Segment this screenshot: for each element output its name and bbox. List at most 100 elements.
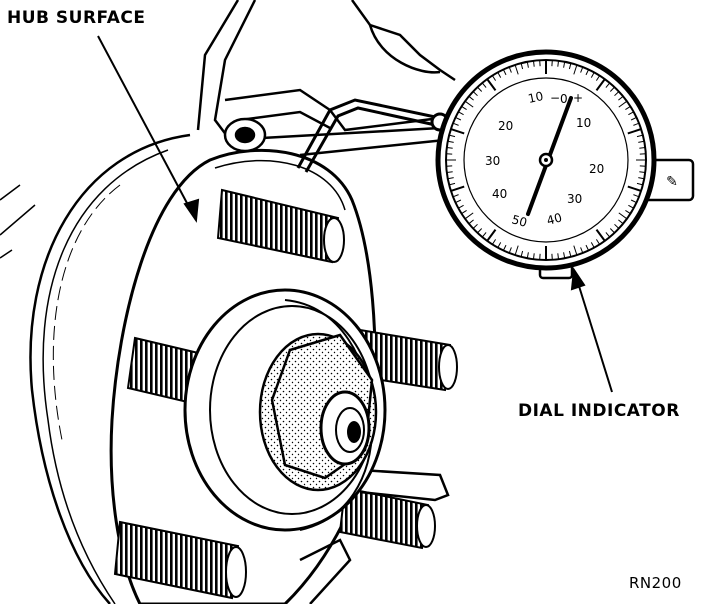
dial-tick <box>448 134 456 138</box>
dial-tick-marks <box>446 60 646 260</box>
lower-bracket <box>299 468 450 604</box>
dial-tick <box>595 239 601 245</box>
dial-indicator: ✎ 10 20 30 40 50 0 10 20 30 40 − + <box>435 49 695 280</box>
dial-tick <box>628 204 634 209</box>
dial-tick <box>609 228 615 234</box>
wheel-stud-lower-right <box>338 486 436 550</box>
dial-tick <box>514 245 519 256</box>
dial-tick <box>481 232 487 238</box>
dial-tick <box>580 66 584 73</box>
dial-tick <box>614 223 620 229</box>
dial-tick <box>633 122 640 126</box>
dial-tick <box>590 242 595 248</box>
dial-tick <box>557 253 559 260</box>
dial-tick <box>520 250 524 258</box>
dial-indicator-label: DIAL INDICATOR <box>518 401 680 421</box>
dial-tick <box>618 100 628 108</box>
dial-tick <box>468 95 474 101</box>
dial-tick <box>618 95 624 101</box>
dial-tick <box>573 64 578 75</box>
dial-tick <box>464 212 474 220</box>
dial-tick <box>625 105 631 111</box>
dial-plus-sign: + <box>573 91 583 105</box>
dial-tick <box>590 72 595 78</box>
dial-tick <box>618 212 628 220</box>
svg-text:✎: ✎ <box>666 174 678 190</box>
hub-surface-leader <box>97 35 197 221</box>
dial-left-20: 20 <box>498 119 513 133</box>
dial-right-10: 10 <box>576 116 591 130</box>
dial-indicator-leader <box>573 269 613 393</box>
dial-tick <box>452 122 459 126</box>
dial-tick <box>497 72 502 78</box>
dial-tick <box>563 252 566 259</box>
steering-knuckle <box>196 0 456 157</box>
dial-tick <box>491 239 497 245</box>
dial-right-20: 20 <box>589 162 604 176</box>
dial-tick <box>627 185 642 192</box>
dial-left-40: 40 <box>492 187 507 201</box>
dial-tick <box>614 91 620 97</box>
dial-tick <box>585 69 590 76</box>
dial-tick <box>533 60 535 67</box>
dial-tick <box>450 128 465 135</box>
dial-tick <box>502 244 507 251</box>
dial-minus-sign: − <box>550 91 560 105</box>
dial-tick <box>580 247 584 254</box>
dial-tick <box>468 219 474 225</box>
dial-tick <box>446 171 453 173</box>
dial-tick <box>628 111 634 116</box>
dial-tick <box>585 244 590 251</box>
dial-tick <box>526 61 529 68</box>
dial-tick <box>481 82 487 88</box>
dial-tick <box>477 86 483 92</box>
dial-tick <box>595 75 601 81</box>
dial-tick <box>447 177 454 180</box>
dial-tick <box>627 128 642 135</box>
dial-tick <box>625 209 631 215</box>
rotor-outline <box>0 133 191 604</box>
dial-tick <box>573 245 578 256</box>
hub-surface-label: HUB SURFACE <box>7 8 146 28</box>
dial-tick <box>447 140 454 143</box>
dial-tick <box>491 75 497 81</box>
dial-tick <box>630 116 637 121</box>
dial-tick <box>630 199 637 204</box>
dial-right-0: 0 <box>560 92 568 106</box>
dial-tick <box>595 78 606 91</box>
dial-tick <box>461 209 467 215</box>
dial-right-40: 40 <box>545 210 563 227</box>
dial-tick <box>458 204 464 209</box>
dial-tick <box>477 228 483 234</box>
dial-tick <box>563 61 566 68</box>
dial-tick <box>508 66 512 73</box>
dial-tick <box>618 219 624 225</box>
dial-tick <box>450 185 465 192</box>
dial-left-50: 50 <box>510 212 528 229</box>
dial-tick <box>508 247 512 254</box>
dial-tick <box>472 223 478 229</box>
hub-bearing-cap <box>183 288 387 532</box>
dial-indicator-arrowhead <box>570 267 586 291</box>
dial-tick <box>609 86 615 92</box>
dial-tick <box>455 116 462 121</box>
dial-tick <box>461 105 467 111</box>
dial-tick <box>533 253 535 260</box>
dial-tick <box>497 242 502 248</box>
dial-tick <box>486 78 497 91</box>
wheel-stud-bottom <box>113 520 247 600</box>
dial-tick <box>636 182 644 186</box>
dial-tick <box>636 134 644 138</box>
dial-tick <box>520 62 524 70</box>
dial-tick <box>452 194 459 198</box>
dial-tick <box>595 229 606 242</box>
dial-tick <box>557 60 559 67</box>
dial-tick <box>448 182 456 186</box>
leader-lines <box>97 35 613 393</box>
dial-tick <box>633 194 640 198</box>
dial-tick <box>486 229 497 242</box>
dial-tick <box>472 91 478 97</box>
dial-tick <box>638 140 645 143</box>
dial-tick <box>639 171 646 173</box>
